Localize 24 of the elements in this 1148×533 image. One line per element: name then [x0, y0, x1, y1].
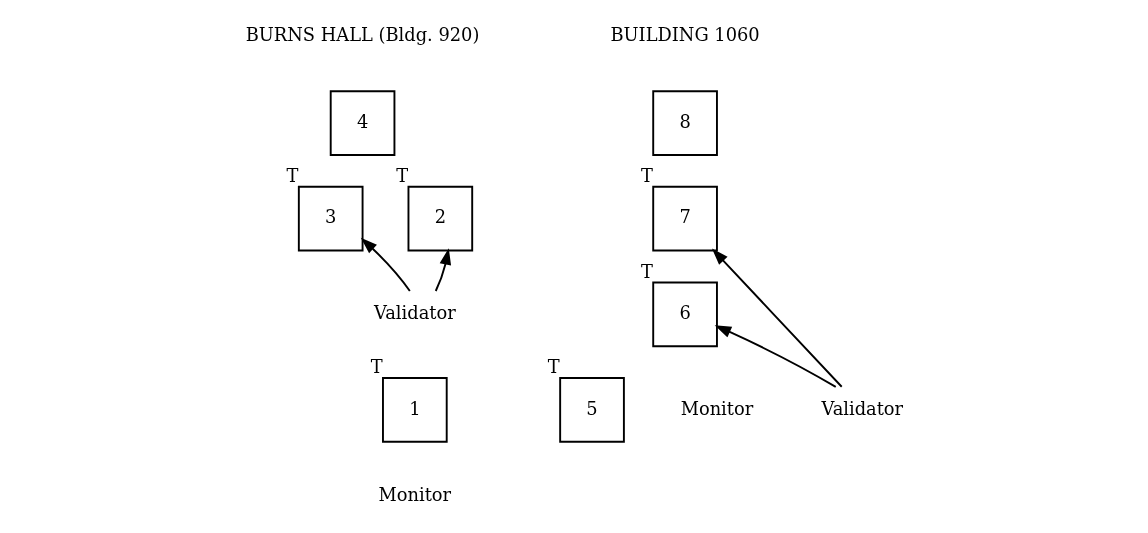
arrow: [434, 248, 451, 292]
arrow: [714, 325, 837, 388]
node-label: T: [370, 356, 383, 378]
node-box: 2: [407, 185, 473, 252]
node-box: 8: [651, 90, 718, 156]
node-label: T: [640, 260, 653, 282]
node-box: 5: [558, 377, 625, 443]
node-label: T: [547, 356, 560, 378]
node-label: T: [286, 164, 298, 186]
node-box: 1: [381, 377, 448, 443]
node-box: 7: [651, 185, 718, 252]
node-box: 3: [297, 185, 364, 252]
arrow: [360, 237, 411, 292]
node-text: Validator: [820, 397, 903, 419]
node-label: T: [395, 164, 408, 186]
node-text: Validator: [373, 302, 456, 324]
node-label: T: [640, 164, 653, 186]
label: Monitor: [378, 484, 451, 506]
label: BURNS HALL (Bldg. 920): [245, 24, 479, 46]
label: Monitor: [680, 397, 753, 419]
node-box: 4: [329, 90, 395, 156]
arrow: [711, 248, 843, 388]
label: BUILDING 1060: [609, 24, 760, 46]
node-box: 6: [651, 281, 718, 348]
